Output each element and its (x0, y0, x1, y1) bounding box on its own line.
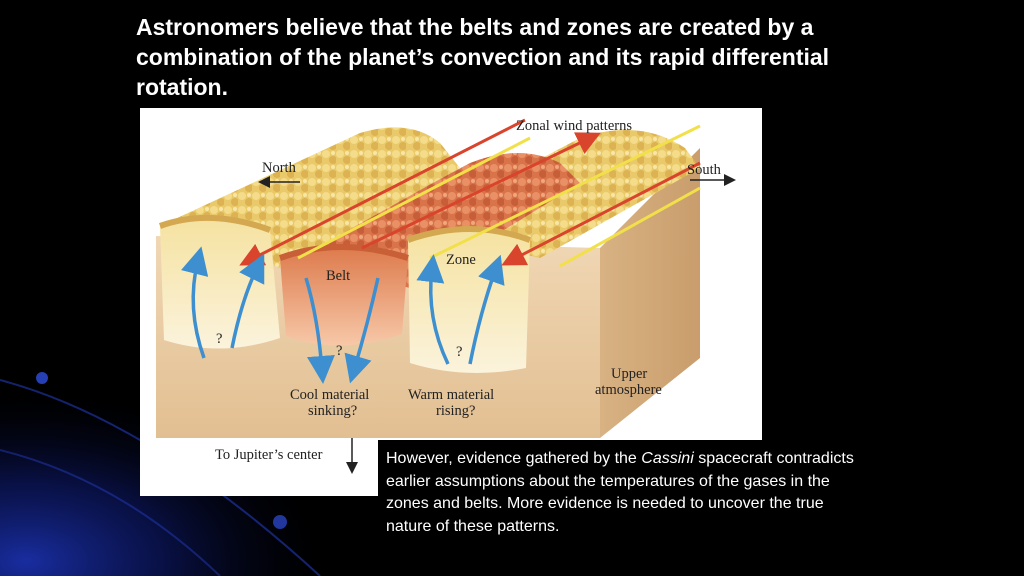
zone-label: Zone (446, 252, 476, 268)
wind-arrow-red-2 (361, 132, 601, 250)
wind-arrow-red-1 (239, 118, 526, 266)
wind-arrow-yellow-2 (429, 124, 701, 260)
sinking-arrow-1 (304, 277, 335, 384)
wind-arrow-yellow-1 (297, 136, 531, 260)
caption-part-2: spacecraft contradicts earlier assumptio… (386, 450, 854, 535)
diagram-panel: Zonal wind patterns North South Belt Zon… (140, 108, 762, 496)
caption-part-1: However, evidence gathered by the (386, 450, 642, 467)
warm-material-label-2: rising? (436, 403, 475, 419)
caption-spacecraft-name: Cassini (641, 450, 694, 467)
zone-right-section (408, 229, 530, 373)
south-label: South (687, 162, 722, 178)
rising-arrow-3 (416, 254, 450, 365)
cool-material-label-2: sinking? (308, 403, 357, 419)
rising-arrow-4 (468, 254, 505, 365)
zonal-wind-label: Zonal wind patterns (516, 118, 632, 134)
sinking-arrow-2 (344, 277, 380, 384)
jupiter-center-label: To Jupiter’s center (215, 447, 323, 463)
question-mark-1: ? (216, 331, 222, 347)
upper-atmosphere-label-1: Upper (611, 366, 647, 382)
question-mark-2: ? (336, 343, 342, 359)
slide-title: Astronomers believe that the belts and z… (136, 14, 830, 100)
zone-left-section (160, 217, 280, 349)
rising-arrow-2 (230, 253, 265, 349)
belt-label: Belt (326, 268, 350, 284)
upper-atmosphere-label-2: atmosphere (595, 382, 662, 398)
atmosphere-side-face (600, 148, 700, 438)
question-mark-3: ? (456, 344, 462, 360)
caption-panel (378, 440, 998, 576)
warm-material-label-1: Warm material (408, 387, 494, 403)
belt-section (280, 247, 408, 346)
wind-arrow-yellow-3 (559, 186, 701, 268)
north-label: North (262, 160, 297, 176)
rising-arrow-1 (181, 246, 209, 359)
wind-arrow-red-3 (501, 161, 701, 266)
convection-diagram: Zonal wind patterns North South Belt Zon… (156, 118, 736, 474)
cool-material-label-1: Cool material (290, 387, 369, 403)
caption-text: However, evidence gathered by the Cassin… (386, 448, 866, 538)
